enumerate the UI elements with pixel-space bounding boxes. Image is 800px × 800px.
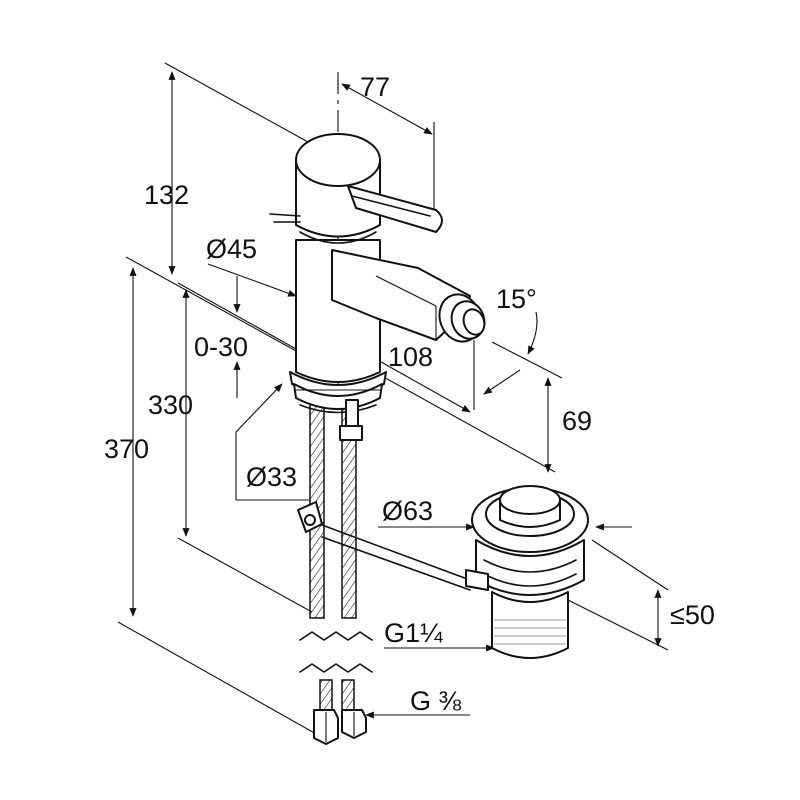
spout — [331, 249, 486, 343]
mixer-head — [269, 133, 381, 244]
label-hose-thread: G ⅜ — [410, 686, 462, 716]
label-body-diameter: Ø45 — [206, 234, 257, 264]
label-height-top: 132 — [144, 180, 189, 210]
pop-up-waste — [465, 485, 589, 659]
label-waste-depth: ≤50 — [670, 600, 715, 630]
label-spout-reach: 108 — [388, 342, 433, 372]
label-waste-thread: G1¼ — [384, 618, 443, 648]
hose-nuts — [313, 709, 367, 745]
label-adjust-range: 0-30 — [194, 332, 248, 362]
dimension-lines — [129, 71, 662, 719]
label-spout-height: 69 — [562, 406, 592, 436]
pop-up-rod — [297, 501, 471, 591]
label-height-330: 330 — [148, 390, 193, 420]
label-height-370: 370 — [104, 434, 149, 464]
label-shank-diameter: Ø33 — [246, 462, 297, 492]
mixer-lever — [347, 185, 443, 233]
label-spout-angle: 15° — [496, 284, 537, 314]
label-handle-reach: 77 — [360, 72, 390, 102]
dimension-labels: 77 132 Ø45 0-30 15° 108 330 370 69 Ø33 Ø… — [104, 72, 715, 716]
label-waste-diameter: Ø63 — [382, 496, 433, 526]
